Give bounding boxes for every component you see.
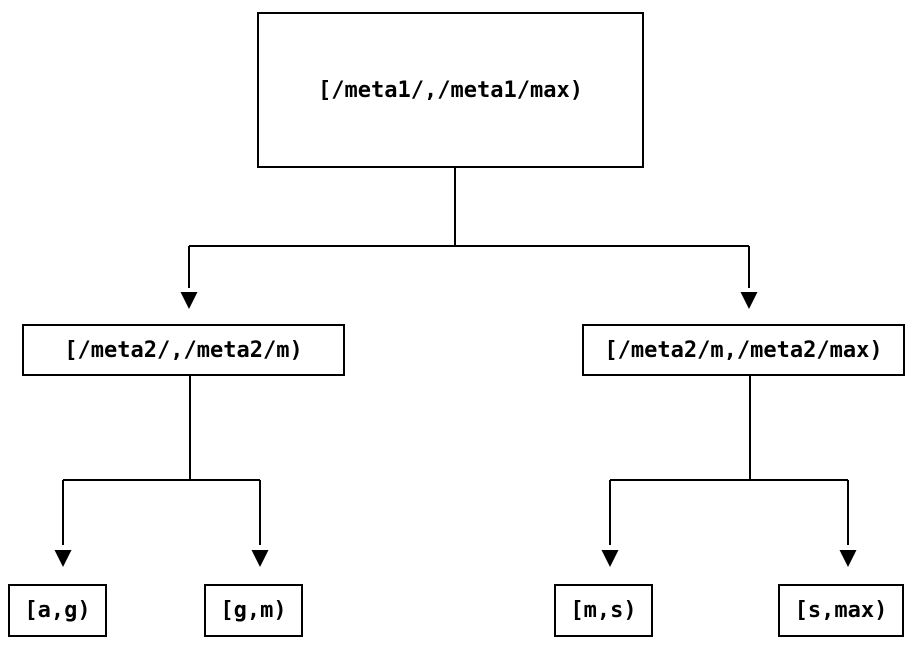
edge-root-to-level2	[180, 168, 758, 309]
arrowhead-down-icon	[601, 550, 619, 567]
node-left-range: [/meta2/,/meta2/m)	[22, 324, 345, 376]
arrowhead-down-icon	[740, 292, 758, 309]
arrowhead-down-icon	[180, 292, 198, 309]
node-root-range: [/meta1/,/meta1/max)	[257, 12, 644, 168]
node-leaf-range-gm: [g,m)	[204, 584, 303, 637]
node-right-range: [/meta2/m,/meta2/max)	[582, 324, 905, 376]
node-leaf-range-smax: [s,max)	[778, 584, 904, 637]
edge-right-to-leaves	[601, 376, 857, 567]
node-leaf-range-ag: [a,g)	[8, 584, 107, 637]
node-leaf-range-ms: [m,s)	[554, 584, 653, 637]
arrowhead-down-icon	[251, 550, 269, 567]
edge-left-to-leaves	[54, 376, 269, 567]
arrowhead-down-icon	[54, 550, 72, 567]
arrowhead-down-icon	[839, 550, 857, 567]
